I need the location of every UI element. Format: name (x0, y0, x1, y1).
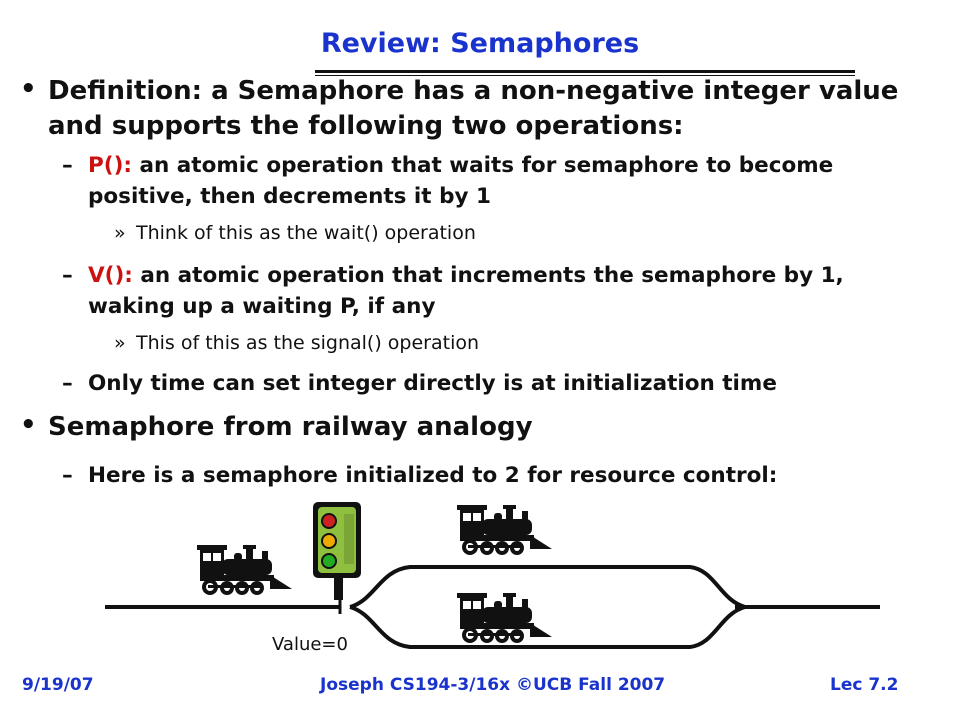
subsub-wait: » Think of this as the wait() operation (114, 220, 814, 246)
bullet-railway: • Semaphore from railway analogy (14, 410, 914, 445)
dash: – (62, 371, 73, 396)
definition-text: Definition: a Semaphore has a non-negati… (48, 76, 899, 141)
bullet-definition: • Definition: a Semaphore has a non-nega… (14, 74, 914, 144)
footer-course: Joseph CS194-3/16x ©UCB Fall 2007 (320, 675, 666, 695)
bullet-dot: • (20, 74, 37, 104)
only-text: Only time can set integer directly is at… (88, 371, 777, 396)
wait-text: Think of this as the wait() operation (136, 222, 476, 244)
semaphore-value-label: Value=0 (272, 634, 348, 655)
here-text: Here is a semaphore initialized to 2 for… (88, 463, 778, 488)
subbullet-p: – P(): an atomic operation that waits fo… (62, 150, 922, 212)
bullet-dot: • (20, 410, 37, 440)
subsub-signal: » This of this as the signal() operation (114, 330, 814, 356)
railway-text: Semaphore from railway analogy (48, 412, 533, 442)
dash: – (62, 153, 73, 178)
title-rule-thin (315, 75, 855, 76)
signal-text: This of this as the signal() operation (136, 332, 480, 354)
track-upper-loop (349, 565, 746, 609)
train-upper (457, 505, 552, 555)
train-lower (457, 593, 552, 643)
v-op-label: V(): (88, 263, 133, 288)
raquo: » (114, 222, 126, 244)
v-op-text: an atomic operation that increments the … (88, 263, 844, 319)
raquo: » (114, 332, 126, 354)
railway-diagram (105, 502, 880, 649)
subbullet-here: – Here is a semaphore initialized to 2 f… (62, 460, 922, 491)
v-text-line: V(): an atomic operation that increments… (62, 260, 922, 322)
footer-date: 9/19/07 (22, 675, 94, 695)
signal-light-green (321, 553, 337, 569)
slide-title: Review: Semaphores (320, 28, 640, 59)
train-waiting (197, 545, 292, 595)
p-op-label: P(): (88, 153, 133, 178)
p-text-line: P(): an atomic operation that waits for … (62, 150, 922, 212)
signal-light-red (321, 513, 337, 529)
signal-post (334, 575, 343, 600)
dash: – (62, 263, 73, 288)
signal-shade (344, 514, 354, 564)
subbullet-only: – Only time can set integer directly is … (62, 368, 922, 399)
title-rule (315, 70, 855, 73)
signal-light-yellow (321, 533, 337, 549)
subbullet-v: – V(): an atomic operation that incremen… (62, 260, 922, 322)
dash: – (62, 463, 73, 488)
p-op-text: an atomic operation that waits for semap… (88, 153, 834, 209)
footer-lecture: Lec 7.2 (830, 675, 899, 695)
track-lower-loop (349, 605, 746, 649)
